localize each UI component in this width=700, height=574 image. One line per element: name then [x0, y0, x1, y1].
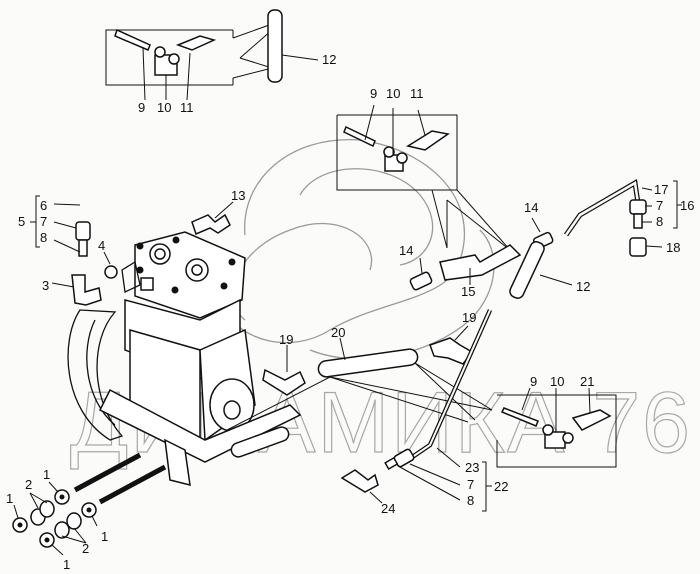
callout-12: 12 — [322, 52, 336, 67]
callout-1: 1 — [6, 491, 13, 506]
callout-1: 1 — [101, 529, 108, 544]
hose-15-icon — [439, 244, 522, 281]
cotter-pin-icon — [114, 28, 151, 51]
callout-5: 5 — [18, 214, 25, 229]
callout-15: 15 — [461, 284, 475, 299]
callout-23: 23 — [465, 460, 479, 475]
callout-9: 9 — [530, 374, 537, 389]
hose-12-top-icon — [267, 9, 283, 83]
callout-13: 13 — [231, 188, 245, 203]
callout-17: 17 — [654, 182, 668, 197]
callout-8: 8 — [656, 214, 663, 229]
callout-14: 14 — [524, 200, 538, 215]
callout-11: 11 — [180, 100, 194, 115]
callout-16: 16 — [680, 198, 694, 213]
studs-nuts-group — [12, 452, 167, 556]
callout-4: 4 — [98, 238, 105, 253]
fitting-8-bottom-icon — [384, 456, 399, 470]
callout-10: 10 — [157, 100, 171, 115]
compressor-icon — [67, 231, 302, 486]
cotter-pin-icon — [343, 125, 376, 148]
nut-7-right-icon — [629, 199, 647, 215]
hose-12-right-icon — [509, 241, 545, 299]
callout-8: 8 — [467, 493, 474, 508]
detail-box-mid — [336, 104, 511, 251]
callout-12: 12 — [576, 279, 590, 294]
fitting-8-right-icon — [633, 213, 643, 229]
callout-2: 2 — [82, 541, 89, 556]
callout-1: 1 — [43, 467, 50, 482]
callout-11: 11 — [410, 86, 424, 101]
pipe-17-icon — [563, 178, 641, 237]
detail-box-top — [105, 23, 273, 101]
fitting-8-icon — [78, 239, 88, 257]
callout-10: 10 — [386, 86, 400, 101]
callout-7: 7 — [40, 214, 47, 229]
callout-18: 18 — [666, 240, 680, 255]
fitting-14-left-icon — [409, 271, 433, 291]
washer-icon — [54, 521, 70, 539]
washer-icon — [66, 512, 82, 530]
detail-box-bottom — [496, 387, 617, 468]
washer-icon — [39, 500, 55, 518]
stud-icon — [98, 464, 167, 505]
callout-10: 10 — [550, 374, 564, 389]
callout-24: 24 — [381, 501, 395, 516]
callout-6: 6 — [40, 198, 47, 213]
callout-7: 7 — [467, 477, 474, 492]
plate-icon — [571, 409, 612, 431]
callout-20: 20 — [331, 325, 345, 340]
callout-3: 3 — [42, 278, 49, 293]
callout-7: 7 — [656, 198, 663, 213]
nut-7-icon — [75, 221, 91, 241]
callout-1: 1 — [63, 557, 70, 572]
callout-9: 9 — [138, 100, 145, 115]
elbow-fitting-24-icon — [340, 469, 379, 493]
fitting-18-icon — [629, 237, 647, 257]
callout-2: 2 — [25, 477, 32, 492]
callout-14: 14 — [399, 243, 413, 258]
callout-9: 9 — [370, 86, 377, 101]
washer-4-icon — [104, 265, 118, 279]
callout-8: 8 — [40, 230, 47, 245]
elbow-fitting-19-left-icon — [262, 368, 306, 396]
elbow-fitting-13-icon — [191, 213, 231, 236]
stud-icon — [73, 452, 142, 493]
callout-19: 19 — [462, 310, 476, 325]
plate-icon — [406, 130, 450, 151]
elbow-fitting-3-icon — [71, 274, 102, 306]
callout-21: 21 — [580, 374, 594, 389]
callout-19: 19 — [279, 332, 293, 347]
watermark-logo — [224, 139, 495, 360]
cotter-pin-icon — [500, 407, 539, 427]
hose-20-icon — [317, 348, 419, 378]
callout-22: 22 — [494, 479, 508, 494]
plate-icon — [175, 35, 217, 51]
